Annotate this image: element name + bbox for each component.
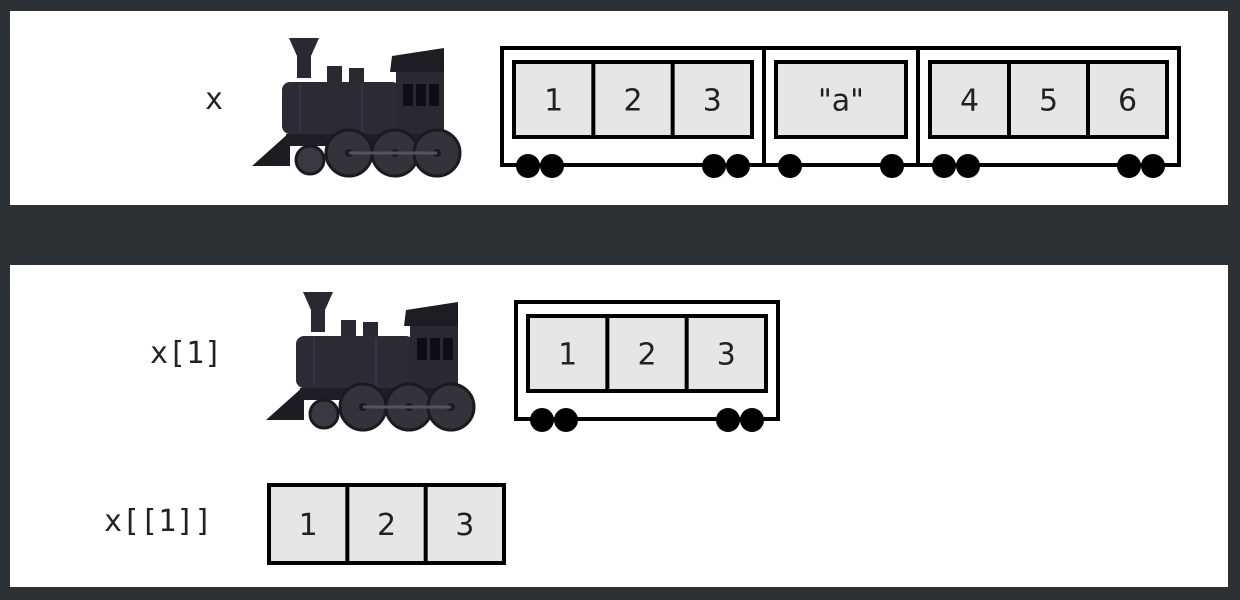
cell-value: 1 — [544, 84, 563, 119]
wheel-icon — [540, 154, 564, 178]
wheel-icon — [530, 408, 554, 432]
cell-value: 5 — [1039, 84, 1058, 119]
wheel-icon — [702, 154, 726, 178]
label-x-double-bracket: x[[1]] — [104, 504, 213, 539]
cells-box — [526, 314, 768, 393]
car-cells: 1 2 3 — [512, 60, 754, 139]
wheel-icon — [932, 154, 956, 178]
cell-value: 3 — [455, 508, 474, 543]
wheel-icon — [1117, 154, 1141, 178]
wheel-icon — [1141, 154, 1165, 178]
wheel-icon — [516, 154, 540, 178]
wheel-icon — [778, 154, 802, 178]
cells-box — [928, 60, 1169, 139]
car-cells: 4 5 6 — [928, 60, 1169, 139]
cell-value: "a" — [818, 84, 864, 119]
car-cells: 1 2 3 — [526, 314, 768, 393]
cell-value: 2 — [377, 508, 396, 543]
cell-value: 2 — [637, 338, 656, 373]
cell-value: 2 — [623, 84, 642, 119]
car-cells: "a" — [774, 60, 908, 139]
label-x: x — [205, 82, 224, 117]
wheel-icon — [740, 408, 764, 432]
label-x-single-bracket: x[1] — [150, 336, 223, 371]
cell-value: 6 — [1118, 84, 1137, 119]
bare-cells: 1 2 3 — [267, 483, 506, 565]
wheel-icon — [716, 408, 740, 432]
locomotive-icon-bottom — [264, 290, 476, 432]
wheel-icon — [880, 154, 904, 178]
locomotive-icon-top — [250, 36, 462, 178]
cell-value: 1 — [299, 508, 318, 543]
cells-box — [267, 483, 506, 565]
cells-box — [512, 60, 754, 139]
cell-value: 4 — [960, 84, 979, 119]
cell-value: 3 — [703, 84, 722, 119]
cell-value: 3 — [717, 338, 736, 373]
wheel-icon — [956, 154, 980, 178]
cells-box — [774, 60, 908, 139]
cell-value: 1 — [558, 338, 577, 373]
wheel-icon — [554, 408, 578, 432]
wheel-icon — [726, 154, 750, 178]
